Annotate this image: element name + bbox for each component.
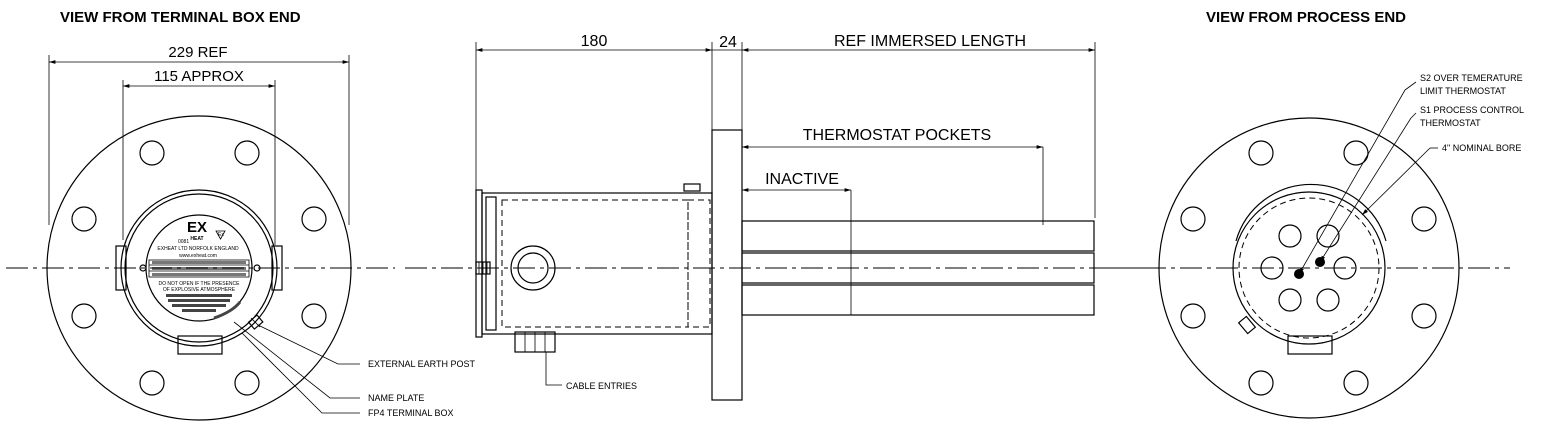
bolt-hole — [1411, 206, 1437, 232]
terminal-box-base — [177, 335, 223, 355]
element-end — [1316, 224, 1340, 248]
name-plate-leader — [233, 321, 360, 399]
bolt-hole — [301, 303, 327, 329]
bolt-hole — [1248, 370, 1274, 396]
bore-leader — [1361, 147, 1431, 216]
exheat-logo: EX — [187, 219, 207, 236]
bolt-hole — [71, 303, 97, 329]
terminal-box-leader — [241, 332, 360, 414]
s2-leader — [1298, 89, 1406, 275]
bolt-hole — [1180, 303, 1206, 329]
inactive-dim-label: INACTIVE — [765, 171, 839, 188]
nameplate-code: 0081 — [178, 239, 189, 245]
dimension-24-label: 24 — [719, 34, 737, 51]
heater-element — [741, 220, 1095, 252]
pockets-dim-label: THERMOSTAT POCKETS — [803, 127, 991, 144]
earth-post — [1237, 315, 1257, 335]
dimension-180-label: 180 — [581, 33, 608, 50]
s1-callout-line1: S1 PROCESS CONTROL — [1420, 105, 1524, 115]
immersed-length-label: REF IMMERSED LENGTH — [834, 33, 1026, 50]
dimension-115-label: 115 APPROX — [154, 68, 244, 85]
s2-callout-line2: LIMIT THERMOSTAT — [1420, 86, 1506, 96]
bore-callout: 4" NOMINAL BORE — [1442, 143, 1521, 153]
nameplate-heat: HEAT — [190, 236, 203, 242]
bolt-hole — [1343, 370, 1369, 396]
side-elevation-view: 180 24 REF IMMERSED LENGTH THERMOSTAT PO… — [405, 33, 1150, 401]
bolt-hole — [234, 140, 260, 166]
s1-leader — [1319, 117, 1412, 263]
heater-element — [741, 284, 1095, 316]
ex-mark: Ex — [218, 232, 224, 238]
element-end — [1316, 288, 1340, 312]
terminal-box-callout: FP4 TERMINAL BOX — [368, 408, 454, 418]
bolt-hole — [234, 370, 260, 396]
bolt-hole — [1180, 206, 1206, 232]
bolt-hole — [1248, 140, 1274, 166]
nameplate-warning-2: OF EXPLOSIVE ATMOSPHERE — [163, 287, 236, 293]
terminal-end-view: 229 REF 115 APPROX EX HEAT 0081 Ex EXHE — [6, 44, 476, 421]
s2-callout-line1: S2 OVER TEMERATURE — [1420, 73, 1523, 83]
terminal-view-title: VIEW FROM TERMINAL BOX END — [60, 9, 301, 26]
terminal-housing — [481, 192, 713, 335]
cover-rim — [485, 196, 497, 331]
cable-entries-leader — [545, 352, 562, 386]
nameplate-web: www.exheat.com — [179, 253, 217, 259]
bolt-hole — [1411, 303, 1437, 329]
element-end — [1278, 288, 1302, 312]
bolt-hole — [139, 370, 165, 396]
terminal-box-base — [1287, 335, 1333, 355]
dimension-229-label: 229 REF — [168, 44, 227, 61]
earth-post-callout: EXTERNAL EARTH POST — [368, 359, 476, 369]
process-view-title: VIEW FROM PROCESS END — [1206, 9, 1406, 26]
bolt-hole — [301, 206, 327, 232]
name-plate-callout: NAME PLATE — [368, 393, 424, 403]
s1-callout-line2: THERMOSTAT — [1420, 118, 1481, 128]
top-lug — [683, 183, 701, 192]
bolt-hole — [71, 206, 97, 232]
nameplate-warning-1: DO NOT OPEN IF THE PRESENCE — [159, 281, 241, 287]
bolt-hole — [1343, 140, 1369, 166]
bolt-hole — [139, 140, 165, 166]
mounting-flange — [711, 129, 743, 401]
earth-post-leader — [257, 324, 360, 365]
nameplate-company: EXHEAT LTD NORFOLK ENGLAND — [157, 246, 239, 252]
cable-entries-callout: CABLE ENTRIES — [566, 381, 637, 391]
element-end — [1278, 224, 1302, 248]
process-end-view: S2 OVER TEMERATURE LIMIT THERMOSTAT S1 P… — [1108, 73, 1524, 419]
